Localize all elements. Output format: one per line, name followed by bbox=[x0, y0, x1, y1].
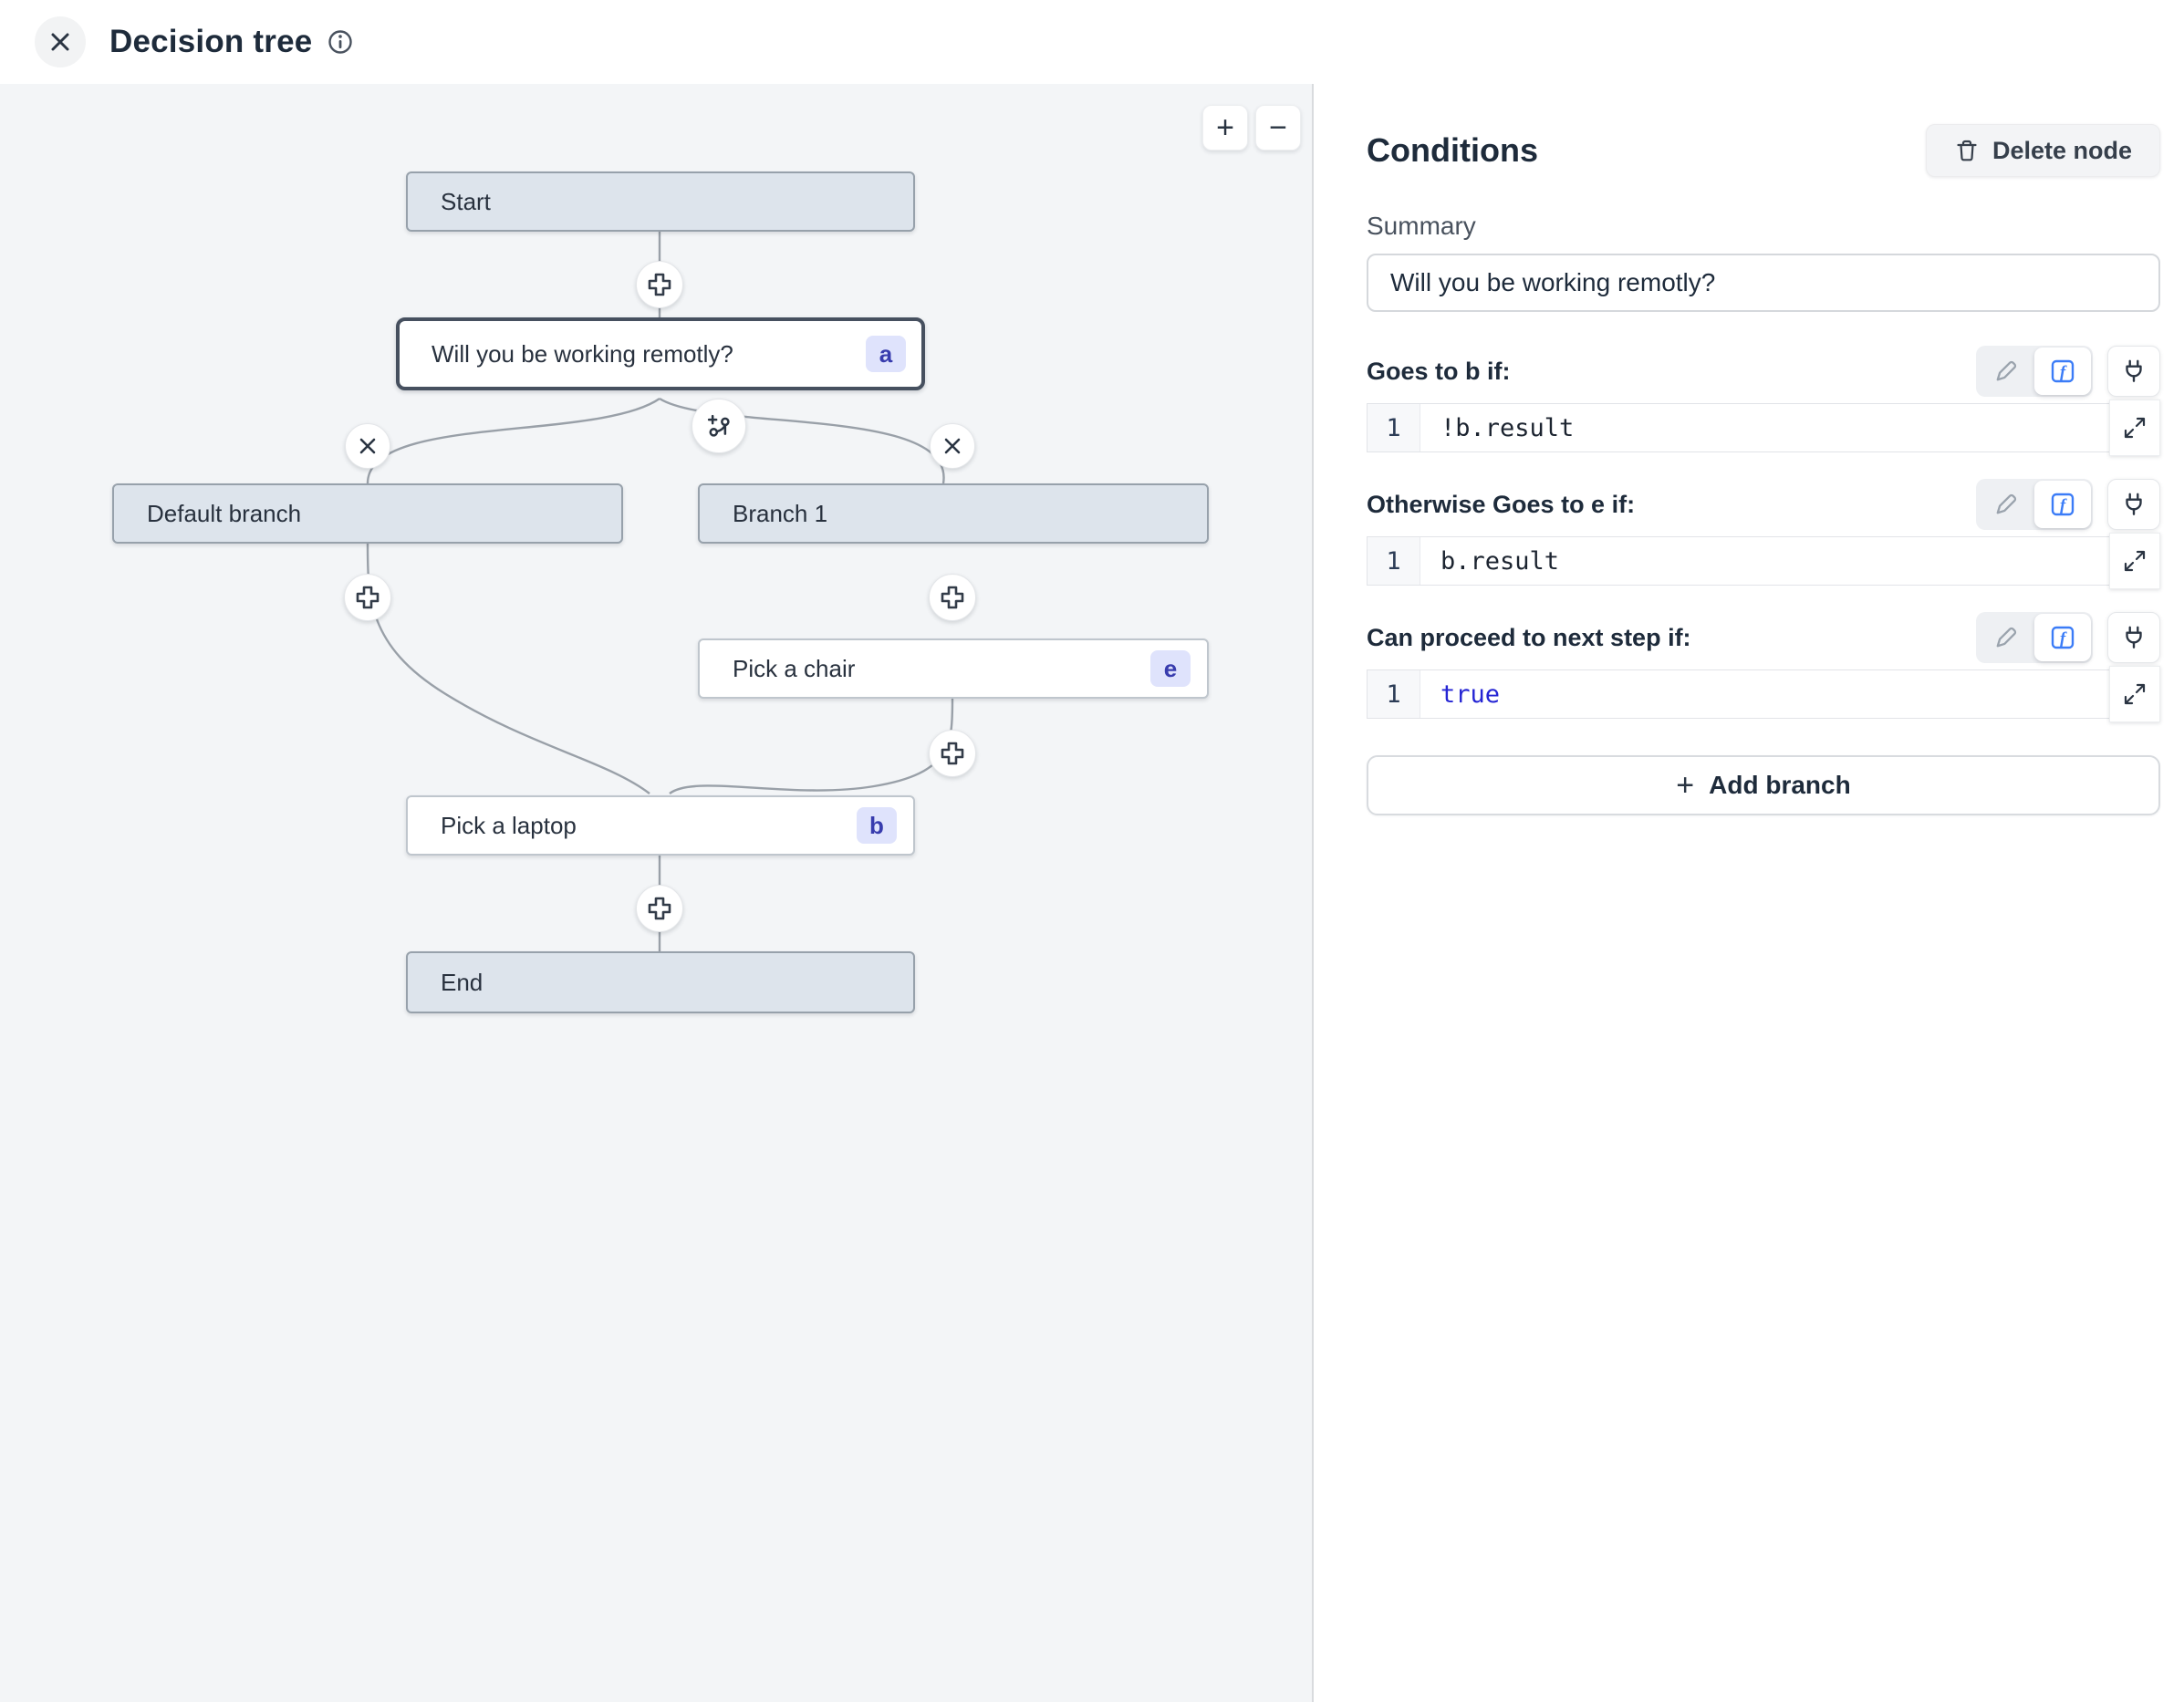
node-label: End bbox=[441, 968, 484, 996]
add-step-button[interactable] bbox=[344, 574, 391, 621]
expand-editor-button[interactable] bbox=[2109, 533, 2160, 589]
node-pick-a-laptop[interactable]: Pick a laptop b bbox=[406, 795, 915, 856]
branch-plus-icon bbox=[707, 414, 730, 437]
add-step-button[interactable] bbox=[929, 730, 976, 777]
connect-source-button[interactable] bbox=[2107, 346, 2160, 397]
x-icon bbox=[944, 438, 961, 454]
fx-mode-button[interactable]: f bbox=[2034, 481, 2091, 528]
node-default-branch[interactable]: Default branch bbox=[112, 483, 623, 544]
line-number: 1 bbox=[1368, 537, 1420, 585]
line-number: 1 bbox=[1368, 404, 1420, 451]
node-start[interactable]: Start bbox=[406, 171, 915, 232]
plug-icon bbox=[2126, 626, 2142, 649]
condition-section-otherwise-e: Otherwise Goes to e if: f bbox=[1367, 476, 2160, 589]
condition-section-can-proceed: Can proceed to next step if: f bbox=[1367, 609, 2160, 722]
code-editor-otherwise-e[interactable]: 1 b.result bbox=[1367, 533, 2160, 589]
add-branch-label: Add branch bbox=[1709, 771, 1851, 799]
section-label: Goes to b if: bbox=[1367, 357, 1511, 385]
conditions-panel: Conditions Delete node Summary Goes to b… bbox=[1316, 84, 2184, 1702]
close-icon bbox=[51, 33, 69, 51]
page-title: Decision tree bbox=[109, 24, 313, 59]
node-label: Pick a chair bbox=[733, 654, 856, 682]
connect-source-button[interactable] bbox=[2107, 612, 2160, 663]
pencil-icon bbox=[1996, 627, 2017, 648]
svg-text:f: f bbox=[2060, 496, 2067, 515]
condition-section-goes-to-b: Goes to b if: f bbox=[1367, 343, 2160, 456]
plus-icon: + bbox=[1676, 767, 1695, 803]
node-question-selected[interactable]: Will you be working remotly? a bbox=[396, 317, 925, 390]
svg-text:f: f bbox=[2060, 629, 2067, 649]
add-branch-button[interactable]: + Add branch bbox=[1367, 755, 2160, 815]
text-mode-button[interactable] bbox=[1978, 348, 2034, 395]
fx-icon: f bbox=[2051, 493, 2075, 516]
info-icon bbox=[328, 30, 353, 54]
node-end[interactable]: End bbox=[406, 951, 915, 1013]
svg-text:f: f bbox=[2060, 363, 2067, 382]
add-step-button[interactable] bbox=[636, 885, 683, 932]
fx-icon: f bbox=[2051, 359, 2075, 383]
node-badge: e bbox=[1150, 650, 1191, 687]
expand-icon bbox=[2124, 417, 2146, 439]
panel-title: Conditions bbox=[1367, 131, 1538, 169]
plug-icon bbox=[2126, 359, 2142, 382]
expand-editor-button[interactable] bbox=[2109, 666, 2160, 722]
code-editor-goes-to-b[interactable]: 1 !b.result bbox=[1367, 400, 2160, 456]
text-mode-button[interactable] bbox=[1978, 481, 2034, 528]
delete-node-button[interactable]: Delete node bbox=[1925, 124, 2160, 177]
plus-icon bbox=[648, 897, 671, 920]
node-label: Default branch bbox=[147, 499, 302, 527]
trash-icon bbox=[1957, 140, 1977, 161]
plug-icon bbox=[2126, 493, 2142, 515]
plus-icon bbox=[941, 742, 964, 765]
panel-header: Conditions Delete node bbox=[1367, 124, 2160, 177]
close-button[interactable] bbox=[35, 16, 86, 67]
node-label: Will you be working remotly? bbox=[432, 339, 733, 368]
node-label: Pick a laptop bbox=[441, 811, 577, 839]
section-label: Can proceed to next step if: bbox=[1367, 623, 1691, 651]
code-content: true bbox=[1440, 680, 1501, 709]
code-editor-can-proceed[interactable]: 1 true bbox=[1367, 666, 2160, 722]
node-label: Branch 1 bbox=[733, 499, 828, 527]
section-label: Otherwise Goes to e if: bbox=[1367, 490, 1636, 518]
add-step-button[interactable] bbox=[636, 261, 683, 308]
editor-mode-toggle: f bbox=[1976, 346, 2093, 397]
fx-icon: f bbox=[2051, 626, 2075, 649]
expand-editor-button[interactable] bbox=[2109, 400, 2160, 456]
flow-canvas[interactable]: + − Start Will you be working remotly? a… bbox=[0, 84, 1314, 1702]
line-number: 1 bbox=[1368, 670, 1420, 718]
x-icon bbox=[359, 438, 376, 454]
plus-icon bbox=[941, 586, 964, 609]
summary-label: Summary bbox=[1367, 212, 1476, 240]
summary-input[interactable] bbox=[1367, 254, 2160, 312]
connect-source-button[interactable] bbox=[2107, 479, 2160, 530]
fx-mode-button[interactable]: f bbox=[2034, 348, 2091, 395]
delete-node-label: Delete node bbox=[1992, 136, 2132, 164]
zoom-out-button[interactable]: − bbox=[1255, 105, 1301, 150]
expand-icon bbox=[2124, 550, 2146, 572]
editor-mode-toggle: f bbox=[1976, 479, 2093, 530]
text-mode-button[interactable] bbox=[1978, 614, 2034, 661]
fx-mode-button[interactable]: f bbox=[2034, 614, 2091, 661]
pencil-icon bbox=[1996, 360, 2017, 381]
plus-icon bbox=[356, 586, 380, 609]
remove-branch-button[interactable] bbox=[930, 423, 975, 469]
editor-mode-toggle: f bbox=[1976, 612, 2093, 663]
add-step-button[interactable] bbox=[929, 574, 976, 621]
node-label: Start bbox=[441, 187, 491, 215]
app-header: Decision tree bbox=[0, 0, 2184, 84]
pencil-icon bbox=[1996, 493, 2017, 514]
info-button[interactable] bbox=[327, 28, 354, 56]
add-branch-node-button[interactable] bbox=[692, 399, 746, 453]
code-content: b.result bbox=[1440, 546, 1560, 576]
remove-branch-button[interactable] bbox=[345, 423, 390, 469]
plus-icon bbox=[648, 273, 671, 296]
expand-icon bbox=[2124, 683, 2146, 705]
node-pick-a-chair[interactable]: Pick a chair e bbox=[698, 638, 1209, 699]
code-content: !b.result bbox=[1440, 413, 1575, 442]
node-badge: b bbox=[857, 807, 897, 844]
node-badge: a bbox=[866, 336, 906, 372]
node-branch-1[interactable]: Branch 1 bbox=[698, 483, 1209, 544]
zoom-in-button[interactable]: + bbox=[1202, 105, 1248, 150]
